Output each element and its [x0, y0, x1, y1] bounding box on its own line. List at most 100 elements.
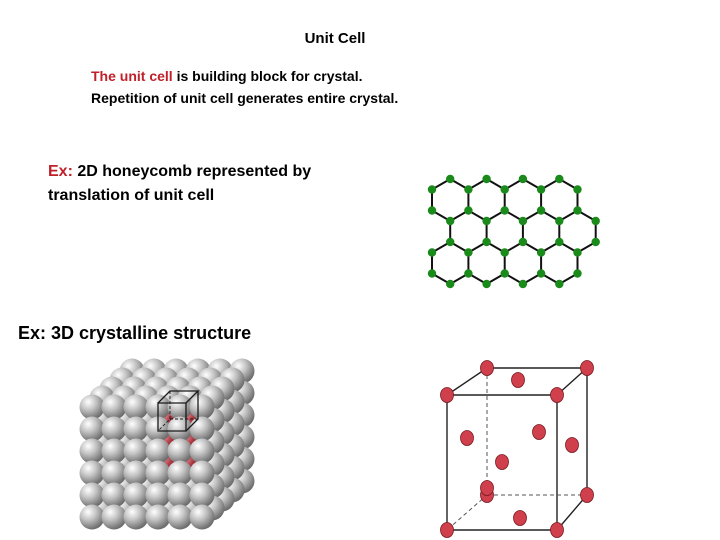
honeycomb-atom: [518, 237, 528, 247]
honeycomb-atom: [500, 248, 509, 257]
sphere: [123, 482, 149, 508]
sphere: [145, 438, 171, 464]
honeycomb-atom: [464, 185, 473, 194]
sphere: [79, 482, 105, 508]
honeycomb-atom: [573, 185, 582, 194]
honeycomb-atom: [446, 174, 455, 184]
unit-cell-atom: [460, 430, 474, 446]
honeycomb-atom: [464, 269, 473, 278]
unit-cell-atom: [580, 487, 594, 503]
unit-cell-atom: [550, 387, 564, 403]
honeycomb-atom: [555, 216, 564, 226]
intro-line-2: Repetition of unit cell generates entire…: [91, 90, 399, 106]
unit-cell-atom: [550, 522, 564, 538]
honeycomb-atom: [518, 216, 528, 226]
unit-cell-atom: [565, 437, 579, 453]
unit-cell-atom: [440, 387, 454, 403]
honeycomb-atom: [427, 185, 437, 194]
sphere: [123, 438, 149, 464]
sphere: [167, 438, 193, 464]
unit-cell-atom: [532, 424, 546, 440]
honeycomb-atom: [500, 185, 509, 194]
sphere: [101, 438, 127, 464]
sphere: [167, 482, 193, 508]
unit-cell-highlight: The unit cell: [91, 68, 173, 84]
sphere-packing-figure: [79, 358, 255, 530]
sphere: [123, 394, 149, 420]
honeycomb-atom: [573, 206, 582, 215]
honeycomb-atom: [464, 206, 473, 215]
unit-cell-atoms: [440, 360, 594, 538]
example-2d-prefix: Ex:: [48, 163, 73, 180]
unit-cell-hidden-edges: [446, 368, 587, 531]
honeycomb-atom: [482, 279, 491, 289]
honeycomb-atom: [536, 269, 546, 278]
fcc-unit-cell-figure: [440, 360, 594, 538]
unit-cell-atom: [495, 454, 509, 470]
sphere: [189, 438, 215, 464]
sphere-atoms: [79, 358, 255, 530]
example-3d-caption: Ex: 3D crystalline structure: [18, 323, 252, 343]
honeycomb-atom: [446, 237, 455, 247]
sphere: [167, 460, 193, 486]
sphere: [145, 504, 171, 530]
honeycomb-atom: [518, 279, 528, 289]
sphere: [145, 460, 171, 486]
sphere: [123, 416, 149, 442]
sphere: [79, 504, 105, 530]
sphere: [101, 482, 127, 508]
honeycomb-atom: [518, 174, 528, 184]
honeycomb-atom: [464, 248, 473, 257]
honeycomb-atom: [555, 237, 564, 247]
unit-cell-atom: [513, 510, 527, 526]
unit-cell-atom: [511, 372, 525, 388]
honeycomb-atom: [573, 248, 582, 257]
honeycomb-atom: [500, 206, 509, 215]
sphere: [167, 394, 193, 420]
honeycomb-atom: [555, 174, 564, 184]
sphere: [189, 504, 215, 530]
intro-line-1: The unit cell is building block for crys…: [91, 65, 398, 87]
honeycomb-atom: [482, 174, 491, 184]
honeycomb-atom: [482, 216, 491, 226]
sphere: [145, 482, 171, 508]
unit-cell-edges: [446, 367, 589, 531]
honeycomb-lattice-figure: [427, 174, 600, 289]
sphere: [189, 416, 215, 442]
sphere: [101, 504, 127, 530]
sphere: [79, 438, 105, 464]
honeycomb-atom: [500, 269, 509, 278]
sphere: [189, 482, 215, 508]
sphere: [79, 394, 105, 420]
example-2d-caption: Ex: 2D honeycomb represented by translat…: [48, 160, 368, 208]
honeycomb-atom: [446, 279, 455, 289]
cube-top-edges: [446, 367, 589, 396]
slide-title: Unit Cell: [304, 30, 366, 47]
example-2d-text: 2D honeycomb represented by translation …: [48, 163, 312, 204]
sphere: [123, 460, 149, 486]
intro-text: The unit cell is building block for crys…: [91, 65, 398, 109]
unit-cell-atom: [480, 360, 494, 376]
sphere: [79, 460, 105, 486]
sphere: [167, 504, 193, 530]
honeycomb-atom: [591, 237, 600, 247]
honeycomb-atom: [536, 248, 546, 257]
honeycomb-atom: [536, 206, 546, 215]
unit-cell-atom: [580, 360, 594, 376]
honeycomb-atom: [427, 248, 437, 257]
honeycomb-atom: [482, 237, 491, 247]
honeycomb-atom: [427, 269, 437, 278]
honeycomb-edges: [431, 178, 597, 285]
honeycomb-atom: [591, 216, 600, 226]
honeycomb-atoms: [427, 174, 600, 289]
intro-line-1-rest: is building block for crystal.: [172, 68, 363, 84]
highlighted-unit-cube: [157, 390, 200, 432]
honeycomb-atom: [555, 279, 564, 289]
honeycomb-atom: [427, 206, 437, 215]
sphere: [101, 416, 127, 442]
sphere: [101, 460, 127, 486]
sphere: [123, 504, 149, 530]
unit-cell-atom: [440, 522, 454, 538]
unit-cell-atom: [480, 480, 494, 496]
honeycomb-atom: [573, 269, 582, 278]
